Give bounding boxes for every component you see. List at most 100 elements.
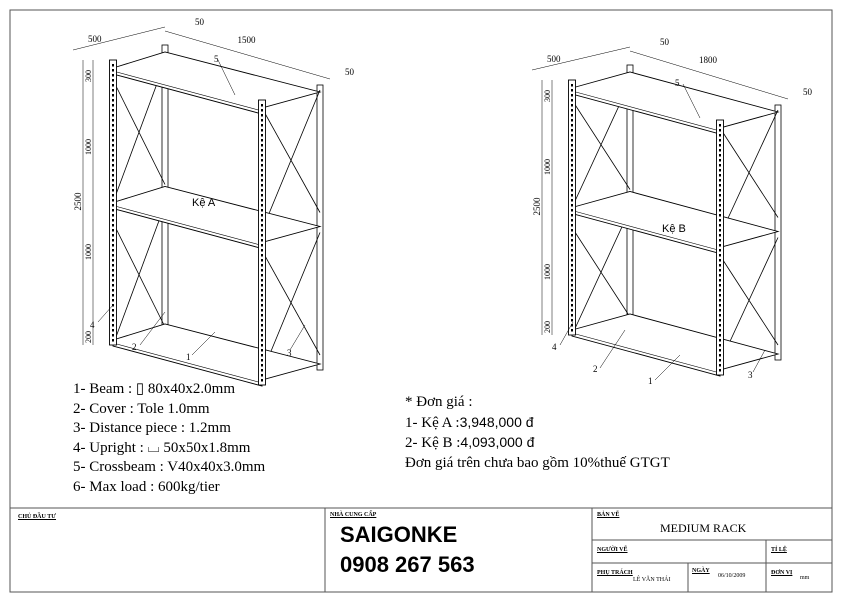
callout-number: 1 (648, 376, 653, 386)
upright-hole (112, 284, 114, 287)
upright-hole (261, 289, 263, 292)
upright-hole (112, 139, 114, 142)
upright-hole (719, 214, 721, 217)
upright-hole (261, 119, 263, 122)
upright-hole (112, 159, 114, 162)
upright-hole (571, 259, 573, 262)
spec-item: 5- Crossbeam : V40x40x3.0mm (73, 459, 266, 475)
upright-hole (571, 309, 573, 312)
upright-hole (112, 144, 114, 147)
date-label: NGÀY (692, 568, 710, 574)
upright-hole (261, 324, 263, 327)
upright-hole (112, 314, 114, 317)
upright-hole (571, 174, 573, 177)
upright-hole (719, 369, 721, 372)
upright-hole (571, 324, 573, 327)
upright-hole (261, 339, 263, 342)
upright-hole (112, 324, 114, 327)
upright-hole (112, 69, 114, 72)
upright-hole (719, 329, 721, 332)
upright-hole (261, 219, 263, 222)
callout-number: 5 (214, 54, 219, 64)
callout-leader (97, 304, 114, 323)
upright-hole (719, 279, 721, 282)
upright-hole (719, 354, 721, 357)
upright-hole (112, 119, 114, 122)
callout-number: 4 (552, 342, 557, 352)
upright-hole (261, 159, 263, 162)
dimension-label: 200 (543, 321, 552, 333)
upright-hole (719, 129, 721, 132)
dimension-label: 2500 (532, 197, 542, 216)
upright-hole (571, 169, 573, 172)
upright-hole (261, 179, 263, 182)
upright-hole (571, 299, 573, 302)
upright-hole (719, 334, 721, 337)
upright-hole (261, 284, 263, 287)
upright-hole (112, 179, 114, 182)
dimension-label: 300 (84, 70, 93, 82)
upright-hole (571, 139, 573, 142)
upright-hole (571, 149, 573, 152)
beam (571, 210, 721, 251)
upright-hole (571, 129, 573, 132)
dimension-label: 1000 (84, 244, 93, 260)
supplier-name: SAIGONKE (340, 522, 458, 547)
dimension-label: 50 (195, 17, 205, 27)
upright-hole (112, 114, 114, 117)
upright-hole (112, 219, 114, 222)
upright-hole (719, 274, 721, 277)
callout-leader (599, 329, 626, 369)
upright-hole (261, 129, 263, 132)
upright-hole (112, 309, 114, 312)
upright-hole (719, 359, 721, 362)
upright-hole (719, 229, 721, 232)
upright-hole (261, 319, 263, 322)
upright-hole (571, 314, 573, 317)
upright-hole (719, 234, 721, 237)
price-label: 2- Kệ B : (405, 435, 461, 451)
upright-hole (261, 249, 263, 252)
upright-hole (719, 289, 721, 292)
cross-brace (571, 209, 631, 336)
beam (112, 342, 263, 384)
upright-front (258, 99, 266, 386)
dimension-line (629, 50, 789, 100)
upright-hole (571, 239, 573, 242)
dimension-label: 1800 (699, 55, 718, 65)
upright-hole (112, 209, 114, 212)
scale-label: TỈ LỆ (771, 547, 787, 553)
upright-hole (112, 264, 114, 267)
upright-hole (261, 299, 263, 302)
upright-hole (112, 274, 114, 277)
upright-hole (261, 359, 263, 362)
dimension-line (164, 30, 331, 80)
upright-hole (112, 164, 114, 167)
spec-item: 2- Cover : Tole 1.0mm (73, 400, 210, 417)
callout-leader (139, 311, 166, 346)
upright-hole (261, 279, 263, 282)
upright-hole (719, 219, 721, 222)
upright-hole (112, 294, 114, 297)
upright-hole (261, 154, 263, 157)
sheet-border (9, 9, 833, 593)
upright-hole (112, 289, 114, 292)
dimension-label: 1000 (84, 139, 93, 155)
upright-hole (261, 234, 263, 237)
pricing: * Đơn giá : 1- Kệ A :3,948,000 đ 2- Kệ B… (405, 393, 670, 473)
upright-hole (719, 154, 721, 157)
upright-hole (571, 234, 573, 237)
spec-item: 6- Max load : 600kg/tier (73, 478, 220, 495)
price-value: 4,093,000 đ (460, 434, 535, 450)
upright-hole (261, 309, 263, 312)
shelf (571, 313, 780, 377)
upright-hole (112, 74, 114, 77)
upright-hole (112, 239, 114, 242)
spec-item: 3- Distance piece : 1.2mm (73, 420, 231, 436)
dimension-line (531, 46, 631, 71)
upright-hole (571, 209, 573, 212)
upright-hole (112, 174, 114, 177)
upright-hole (571, 194, 573, 197)
upright-hole (719, 239, 721, 242)
